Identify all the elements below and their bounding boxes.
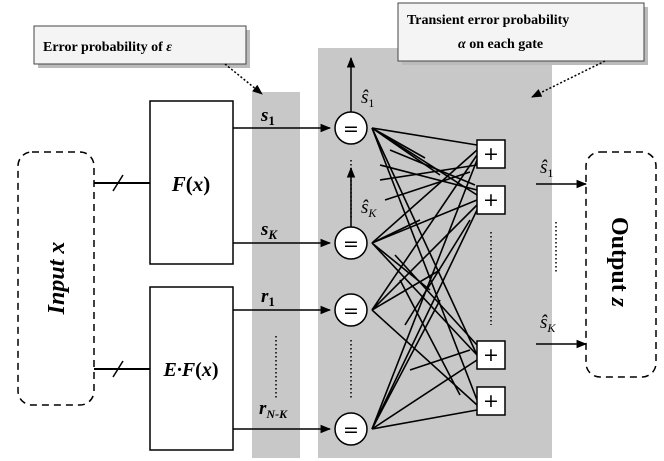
signal-label-s1: s1 xyxy=(260,105,275,128)
svg-text:=: = xyxy=(343,419,359,441)
signal-label-sK: sK xyxy=(260,219,278,242)
encoder-block-ef xyxy=(149,286,234,451)
equality-gate-r1: = xyxy=(334,293,368,327)
svg-text:+: + xyxy=(483,344,499,366)
estimate-label-sK: ŝK xyxy=(361,197,377,220)
svg-text:=: = xyxy=(343,118,359,140)
connection-lines xyxy=(371,127,478,430)
encoder-block-f xyxy=(149,100,234,265)
svg-text:=: = xyxy=(343,233,359,255)
output-box xyxy=(585,151,657,378)
equality-gate-sK: = xyxy=(334,226,368,260)
error-probability-callout: Error probability of ε xyxy=(33,25,250,68)
estimate-label-s1: ŝ1 xyxy=(361,87,374,110)
output-label: Output z xyxy=(606,217,632,308)
equality-gate-rNK: = xyxy=(334,412,368,446)
svg-text:Error probability of ε: Error probability of ε xyxy=(43,40,172,55)
callout-pointer-left xyxy=(224,63,263,95)
signal-label-rNK: rN-K xyxy=(259,398,288,421)
input-label: Input x xyxy=(44,242,70,316)
callout-pointer-right xyxy=(531,60,606,98)
output-label-sK: ŝK xyxy=(540,312,556,335)
svg-text:+: + xyxy=(483,143,499,165)
signal-label-r1: r1 xyxy=(261,286,275,309)
svg-text:+: + xyxy=(483,390,499,412)
plus-gate-4: + xyxy=(476,386,506,416)
plus-gate-2: + xyxy=(476,185,506,215)
svg-text:α on each gate: α on each gate xyxy=(458,37,543,52)
transient-error-callout: Transient error probability α on each ga… xyxy=(397,2,648,65)
svg-text:Transient error probability: Transient error probability xyxy=(407,13,569,28)
svg-text:+: + xyxy=(483,189,499,211)
equality-gate-s1: = xyxy=(334,111,368,145)
plus-gate-3: + xyxy=(476,340,506,370)
encoder-block-f-label: F(x) xyxy=(171,172,211,196)
plus-gate-1: + xyxy=(476,139,506,169)
svg-text:=: = xyxy=(343,300,359,322)
output-label-s1: ŝ1 xyxy=(540,157,553,180)
input-box xyxy=(17,151,95,406)
encoder-block-ef-label: E·F(x) xyxy=(162,359,218,381)
